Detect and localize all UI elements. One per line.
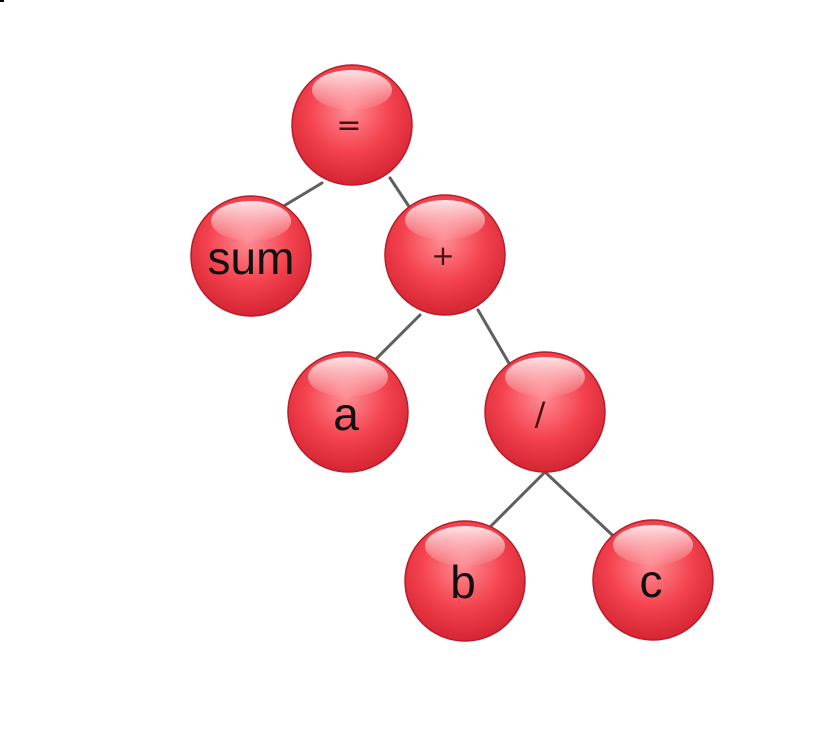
node-a: a bbox=[287, 351, 409, 473]
edge-div-c bbox=[543, 470, 626, 548]
node-label-equals: = bbox=[336, 108, 361, 143]
node-label-divide: / bbox=[535, 395, 546, 433]
node-label-sum: sum bbox=[208, 232, 295, 284]
edge-div-b bbox=[485, 470, 547, 532]
node-divide: / bbox=[484, 351, 606, 473]
edge-plus-div bbox=[476, 308, 512, 367]
node-b: b bbox=[404, 520, 526, 642]
node-plus: + bbox=[384, 194, 506, 316]
edge-plus-a bbox=[373, 313, 422, 362]
edge-eq-sum bbox=[280, 181, 324, 209]
node-sum: sum bbox=[190, 195, 312, 317]
node-label-c: c bbox=[640, 555, 663, 607]
node-c: c bbox=[592, 519, 714, 641]
node-equals: = bbox=[291, 64, 413, 186]
node-label-plus: + bbox=[431, 239, 454, 272]
connector-lines bbox=[280, 176, 626, 548]
node-label-b: b bbox=[450, 556, 476, 608]
node-label-a: a bbox=[333, 388, 359, 440]
edge-eq-plus bbox=[388, 176, 412, 210]
corner-mark bbox=[0, 0, 4, 2]
